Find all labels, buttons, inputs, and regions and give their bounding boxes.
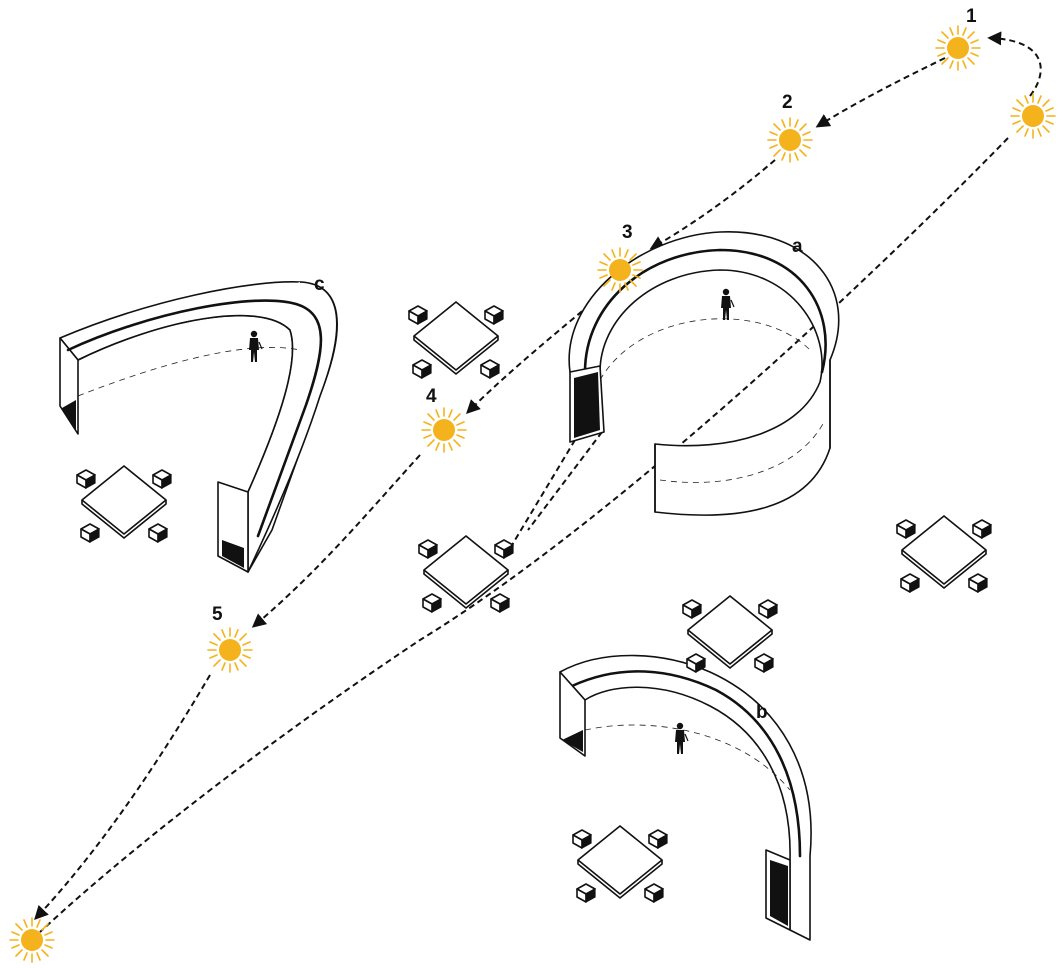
human-figure-icon bbox=[674, 722, 689, 755]
sun-path bbox=[34, 31, 1042, 933]
sun-icon bbox=[421, 407, 467, 453]
wall-label-a: a bbox=[792, 236, 803, 257]
table-with-chairs-icon bbox=[683, 596, 777, 672]
sun-icon bbox=[1010, 93, 1056, 139]
table-with-chairs-icon bbox=[77, 466, 171, 542]
sun-label-4: 4 bbox=[426, 386, 437, 407]
labels: 1 2 3 4 5 a b c bbox=[212, 6, 977, 723]
table-group bbox=[77, 302, 991, 902]
sun-icon bbox=[597, 247, 643, 293]
wall-c bbox=[59, 281, 338, 573]
sun-icon bbox=[207, 627, 253, 673]
wall-label-b: b bbox=[756, 702, 768, 723]
human-figure-icon bbox=[720, 288, 735, 321]
table-with-chairs-icon bbox=[897, 516, 991, 592]
table-with-chairs-icon bbox=[409, 302, 503, 378]
sun-label-1: 1 bbox=[966, 6, 977, 27]
table-with-chairs-icon bbox=[573, 826, 667, 902]
wall-a bbox=[568, 231, 840, 516]
suns bbox=[9, 25, 1056, 963]
sun-icon bbox=[767, 117, 813, 163]
wall-label-c: c bbox=[314, 274, 325, 295]
sun-label-3: 3 bbox=[622, 222, 633, 243]
sun-icon bbox=[9, 917, 55, 963]
table-with-chairs-icon bbox=[419, 536, 513, 612]
sun-label-2: 2 bbox=[782, 92, 793, 113]
sun-label-5: 5 bbox=[212, 604, 223, 625]
human-figure-icon bbox=[248, 330, 263, 363]
wall-b bbox=[559, 654, 812, 941]
sun-icon bbox=[935, 25, 981, 71]
